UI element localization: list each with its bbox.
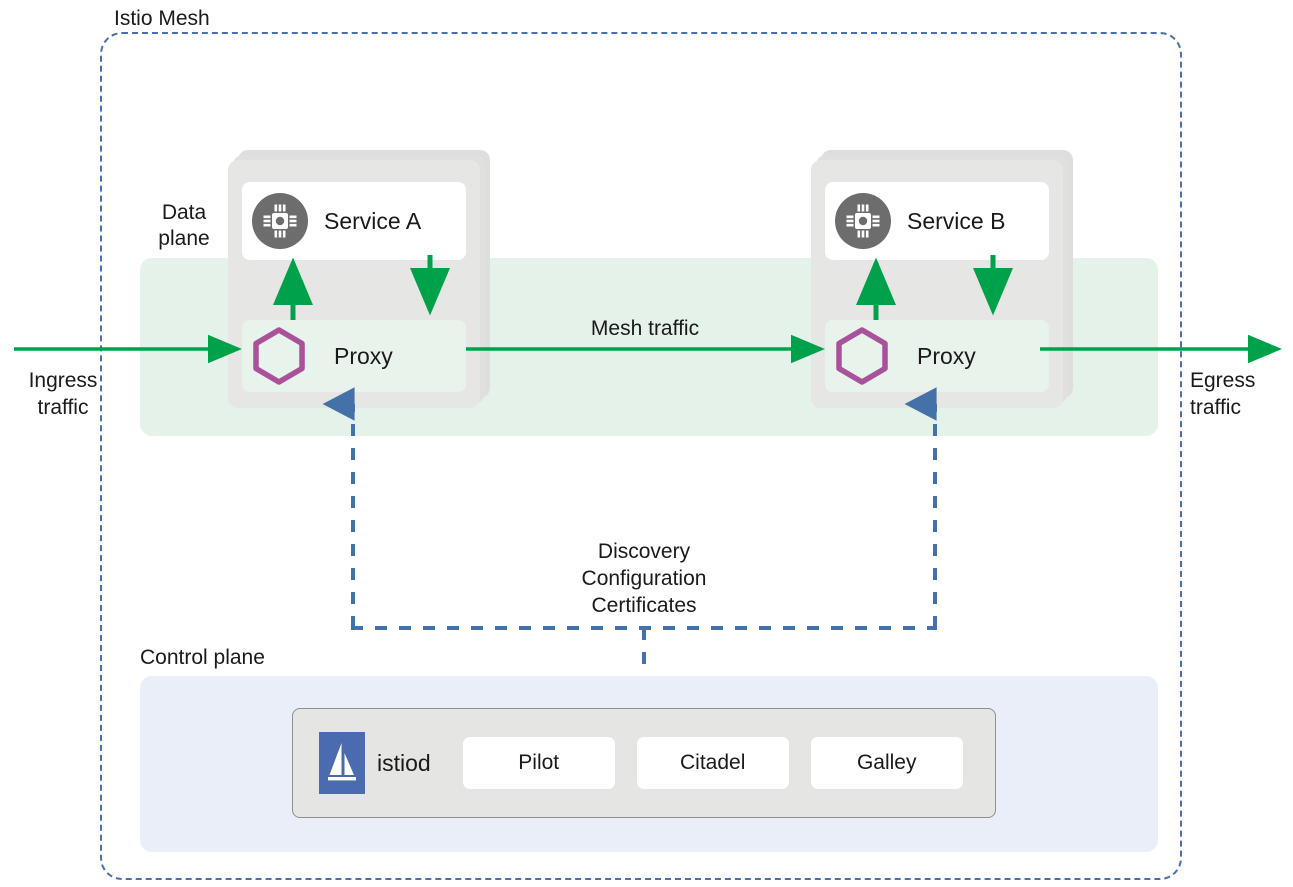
- control-plane-label: Control plane: [140, 646, 265, 669]
- proxy-a-box[interactable]: Proxy: [242, 320, 466, 392]
- service-a-label: Service A: [324, 207, 422, 234]
- proxy-b-label: Proxy: [917, 342, 976, 369]
- pod-card-front: Service B Proxy: [811, 160, 1063, 408]
- istio-mesh-label: Istio Mesh: [108, 6, 216, 32]
- istiod-container[interactable]: istiod Pilot Citadel Galley: [292, 708, 996, 818]
- service-a-box[interactable]: Service A: [242, 182, 466, 260]
- istiod-label: istiod: [377, 749, 431, 776]
- component-pilot[interactable]: Pilot: [462, 737, 615, 789]
- cpu-chip-icon: [252, 193, 308, 249]
- istio-mesh-boundary: [100, 32, 1182, 880]
- istiod-brand: istiod: [319, 732, 431, 794]
- mesh-traffic-label: Mesh traffic: [590, 317, 700, 340]
- component-citadel[interactable]: Citadel: [636, 737, 789, 789]
- service-b-box[interactable]: Service B: [825, 182, 1049, 260]
- service-b-label: Service B: [907, 207, 1006, 234]
- pod-card-front: Service A Proxy: [228, 160, 480, 408]
- istio-sailboat-logo: [319, 732, 365, 794]
- component-galley[interactable]: Galley: [810, 737, 963, 789]
- egress-traffic-label: Egress traffic: [1190, 369, 1256, 419]
- pod-service-b[interactable]: Service B Proxy: [811, 150, 1073, 408]
- control-plane-flow-label: Discovery Configuration Certificates: [581, 540, 707, 617]
- proxy-a-label: Proxy: [334, 342, 393, 369]
- pod-service-a[interactable]: Service A Proxy: [228, 150, 490, 408]
- proxy-b-box[interactable]: Proxy: [825, 320, 1049, 392]
- ingress-traffic-label: Ingress traffic: [28, 369, 98, 419]
- cpu-chip-icon: [835, 193, 891, 249]
- hexagon-icon: [252, 327, 306, 385]
- data-plane-label: Data plane: [158, 201, 210, 250]
- hexagon-icon: [835, 327, 889, 385]
